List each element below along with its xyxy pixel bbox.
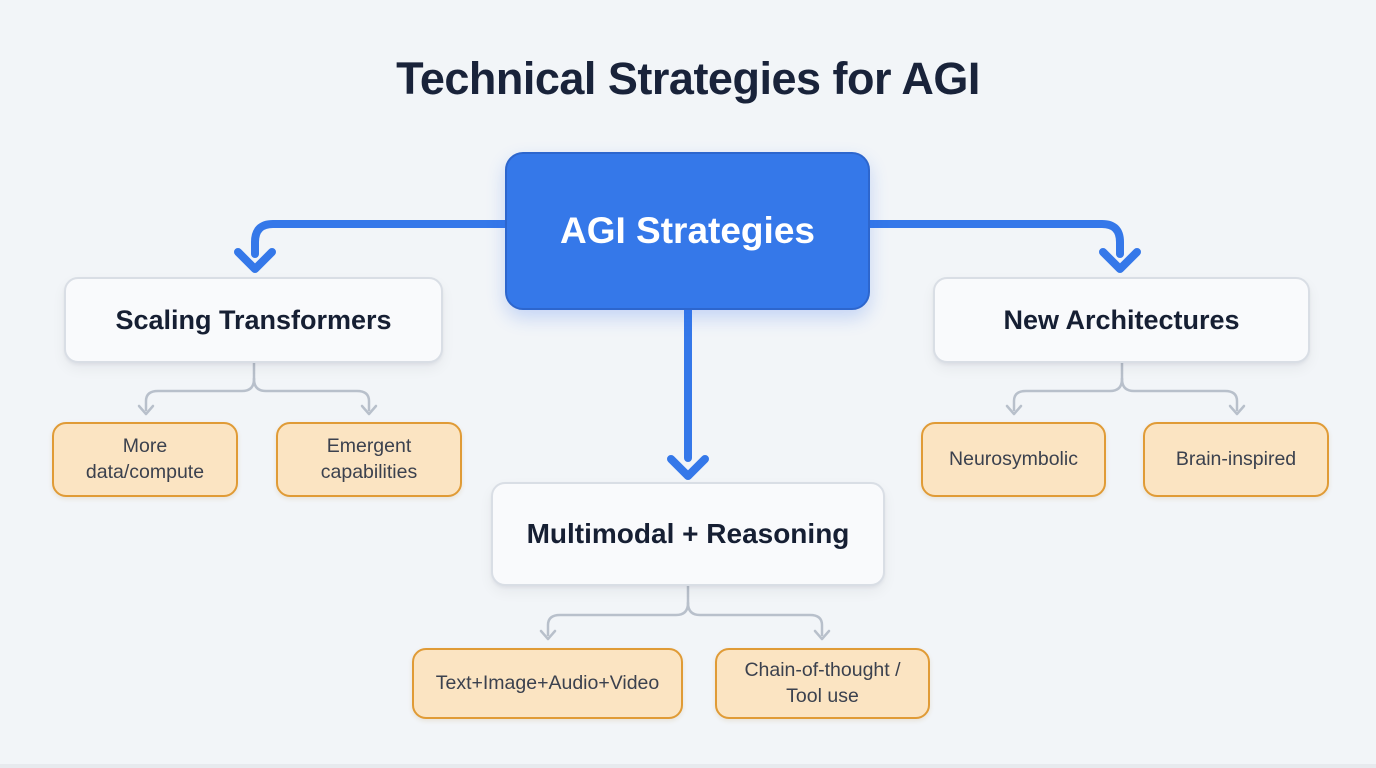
arrowhead-down-icon: [667, 455, 709, 480]
connector-line: [864, 220, 1124, 258]
node-label: AGI Strategies: [560, 210, 815, 251]
connector-line: [1012, 377, 1124, 412]
node-multimodal-reasoning: Multimodal + Reasoning: [491, 482, 885, 586]
connector-line: [546, 601, 690, 637]
connector-line: [252, 377, 371, 412]
leaf-label: Chain-of-thought / Tool use: [744, 659, 901, 707]
leaf-neurosymbolic: Neurosymbolic: [921, 422, 1106, 497]
connector-root-to-scaling: [234, 220, 511, 273]
arrowhead-down-icon: [1228, 404, 1246, 416]
node-new-architectures: New Architectures: [933, 277, 1310, 363]
node-label: Scaling Transformers: [115, 304, 392, 335]
arrowhead-down-icon: [234, 248, 276, 273]
leaf-label: Brain-inspired: [1175, 447, 1297, 470]
node-label: New Architectures: [1003, 304, 1240, 335]
connector-line: [251, 220, 511, 258]
leaf-emergent-capabilities: Emergent capabilities: [276, 422, 462, 497]
node-agi-strategies: AGI Strategies: [505, 152, 870, 310]
connector-line: [144, 377, 256, 412]
leaf-label: More data/compute: [85, 435, 205, 483]
connector-new-architectures-to-children: [1005, 361, 1246, 416]
arrowhead-down-icon: [539, 629, 557, 641]
leaf-more-data-compute: More data/compute: [52, 422, 238, 497]
leaf-label: Neurosymbolic: [949, 447, 1078, 470]
node-scaling-transformers: Scaling Transformers: [64, 277, 443, 363]
leaf-label: Text+Image+Audio+Video: [435, 671, 660, 694]
arrowhead-down-icon: [137, 404, 155, 416]
arrowhead-down-icon: [813, 629, 831, 641]
leaf-text-image-audio-video: Text+Image+Audio+Video: [412, 648, 683, 719]
connector-line: [686, 601, 824, 637]
leaf-label: Emergent capabilities: [320, 435, 418, 483]
connector-line: [1120, 377, 1239, 412]
connector-root-to-multimodal: [667, 304, 709, 480]
leaf-chain-of-thought-tool-use: Chain-of-thought / Tool use: [715, 648, 930, 719]
arrowhead-down-icon: [1099, 248, 1141, 273]
leaf-brain-inspired: Brain-inspired: [1143, 422, 1329, 497]
connector-scaling-to-children: [137, 361, 378, 416]
page-title: Technical Strategies for AGI: [396, 53, 980, 104]
arrowhead-down-icon: [360, 404, 378, 416]
connector-multimodal-to-children: [539, 584, 831, 641]
arrowhead-down-icon: [1005, 404, 1023, 416]
connector-root-to-new-architectures: [864, 220, 1141, 273]
node-label: Multimodal + Reasoning: [526, 518, 850, 549]
